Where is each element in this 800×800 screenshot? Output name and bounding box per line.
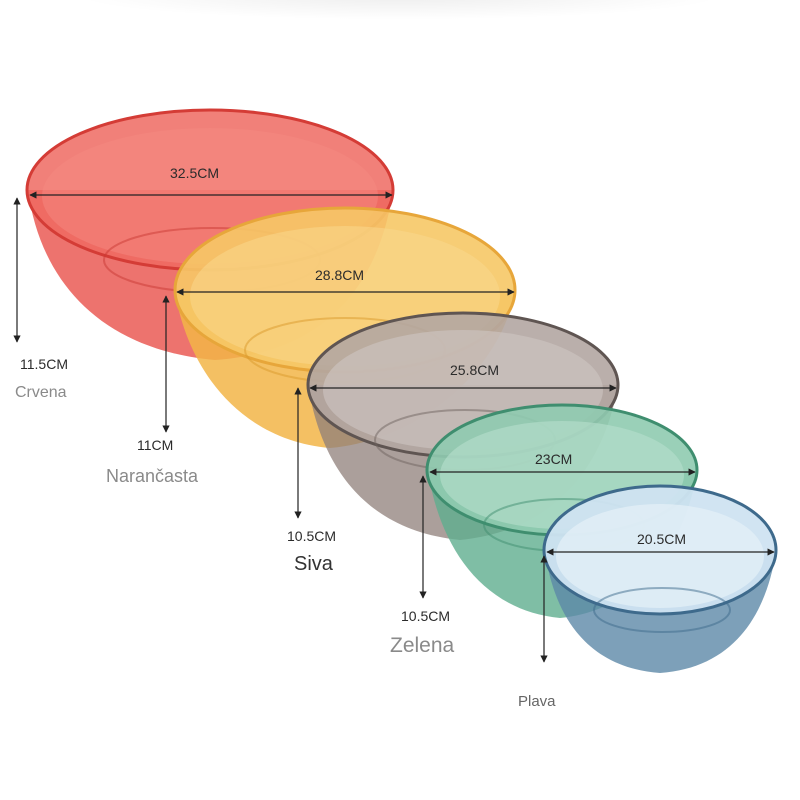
height-label-orange: 11CM (137, 437, 174, 453)
color-name-blue: Plava (518, 693, 556, 710)
color-name-grey: Siva (294, 553, 333, 575)
diameter-label-blue: 20.5CM (637, 531, 687, 547)
diameter-label-orange: 28.8CM (315, 267, 365, 283)
height-label-red: 11.5CM (20, 356, 68, 372)
diameter-label-grey: 25.8CM (450, 362, 500, 378)
diameter-arrows (29, 191, 775, 556)
color-name-red: Crvena (15, 384, 67, 401)
diameter-label-green: 23CM (535, 451, 573, 467)
diameter-label-red: 32.5CM (170, 165, 220, 181)
color-name-orange: Narančasta (106, 466, 199, 486)
height-label-green: 10.5CM (401, 608, 451, 624)
color-name-green: Zelena (390, 634, 455, 657)
top-shadow (70, 0, 730, 20)
height-arrows (13, 197, 548, 663)
height-label-grey: 10.5CM (287, 528, 337, 544)
bowl-blue (542, 484, 778, 673)
